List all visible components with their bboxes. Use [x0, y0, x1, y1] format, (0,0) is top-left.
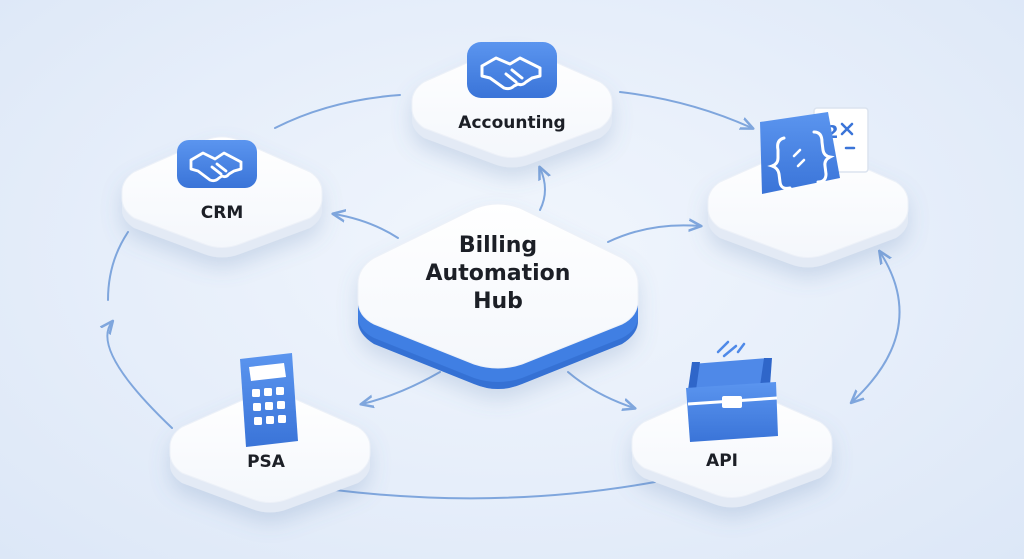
- node-accounting[interactable]: Accounting: [411, 42, 613, 168]
- node-crm[interactable]: CRM: [121, 136, 323, 258]
- connector-hub-code: [607, 225, 700, 243]
- briefcase-icon: [686, 340, 778, 442]
- connector-psa-crm: [107, 322, 173, 429]
- connector-hub-psa: [362, 371, 441, 404]
- node-psa[interactable]: PSA: [169, 353, 371, 513]
- connector-crm-down: [107, 231, 129, 301]
- connector-code-api: [852, 252, 901, 402]
- connector-hub-crm: [334, 214, 399, 239]
- connector-crm-accounting: [274, 94, 401, 129]
- connector-hub-accounting: [540, 168, 545, 211]
- crm-label: CRM: [201, 203, 243, 223]
- connectors: [107, 91, 901, 500]
- connector-accounting-code: [619, 91, 752, 128]
- hub-title-line-3: Hub: [473, 289, 523, 314]
- api-label: API: [706, 451, 738, 471]
- hub-title-line-2: Automation: [426, 261, 571, 286]
- connector-api-psa: [334, 481, 656, 500]
- node-code[interactable]: 2: [707, 107, 909, 268]
- psa-label: PSA: [247, 452, 286, 472]
- hub-title-line-1: Billing: [459, 233, 537, 258]
- accounting-label: Accounting: [458, 113, 565, 133]
- connector-hub-api: [567, 371, 634, 408]
- handshake-icon: [177, 140, 257, 188]
- node-api[interactable]: API: [631, 340, 833, 508]
- code-braces-icon: 2: [760, 107, 869, 194]
- handshake-icon: [467, 42, 557, 98]
- hub-node[interactable]: Billing Automation Hub: [357, 203, 639, 389]
- calculator-icon: [240, 353, 298, 447]
